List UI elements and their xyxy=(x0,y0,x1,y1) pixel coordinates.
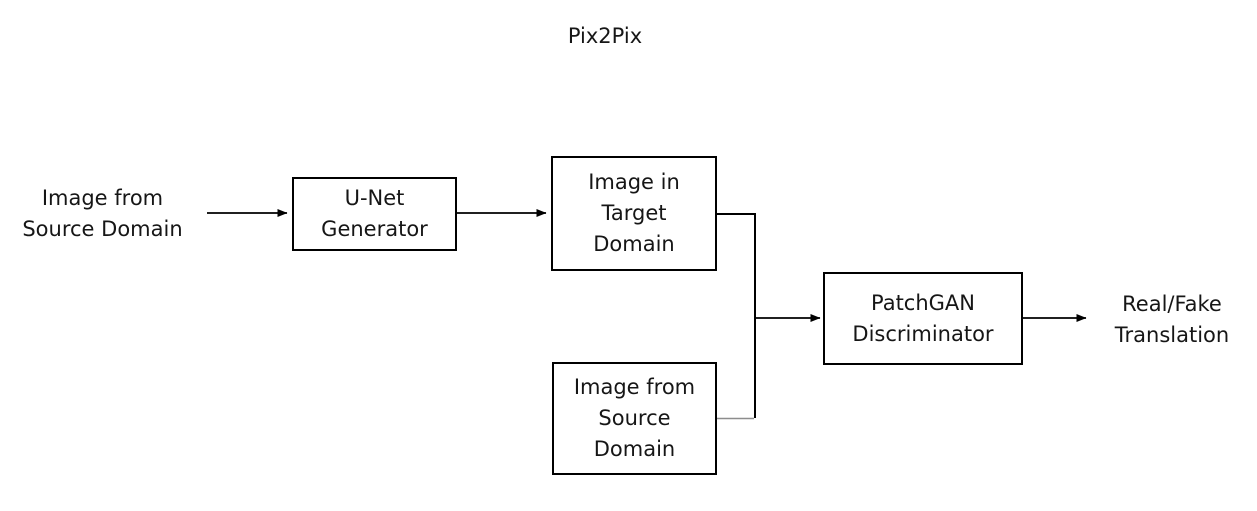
node-unet-generator: U-Net Generator xyxy=(292,177,457,251)
node-patchgan-discriminator: PatchGAN Discriminator xyxy=(823,272,1023,365)
node-image-from-source-domain: Image from Source Domain xyxy=(552,362,717,475)
wire-target-to-junction xyxy=(717,213,756,418)
node-image-in-target-domain: Image in Target Domain xyxy=(551,156,717,271)
diagram-title: Pix2Pix xyxy=(567,24,643,48)
label-real-fake-translation: Real/Fake Translation xyxy=(1114,292,1230,347)
node-label-image-in-target-domain: Image in Target Domain xyxy=(588,170,680,256)
node-label-patchgan-discriminator: PatchGAN Discriminator xyxy=(852,290,994,346)
node-label-unet-generator: U-Net Generator xyxy=(321,186,428,241)
node-label-image-from-source-domain: Image from Source Domain xyxy=(573,375,696,461)
label-image-from-source-domain: Image from Source Domain xyxy=(22,186,183,241)
